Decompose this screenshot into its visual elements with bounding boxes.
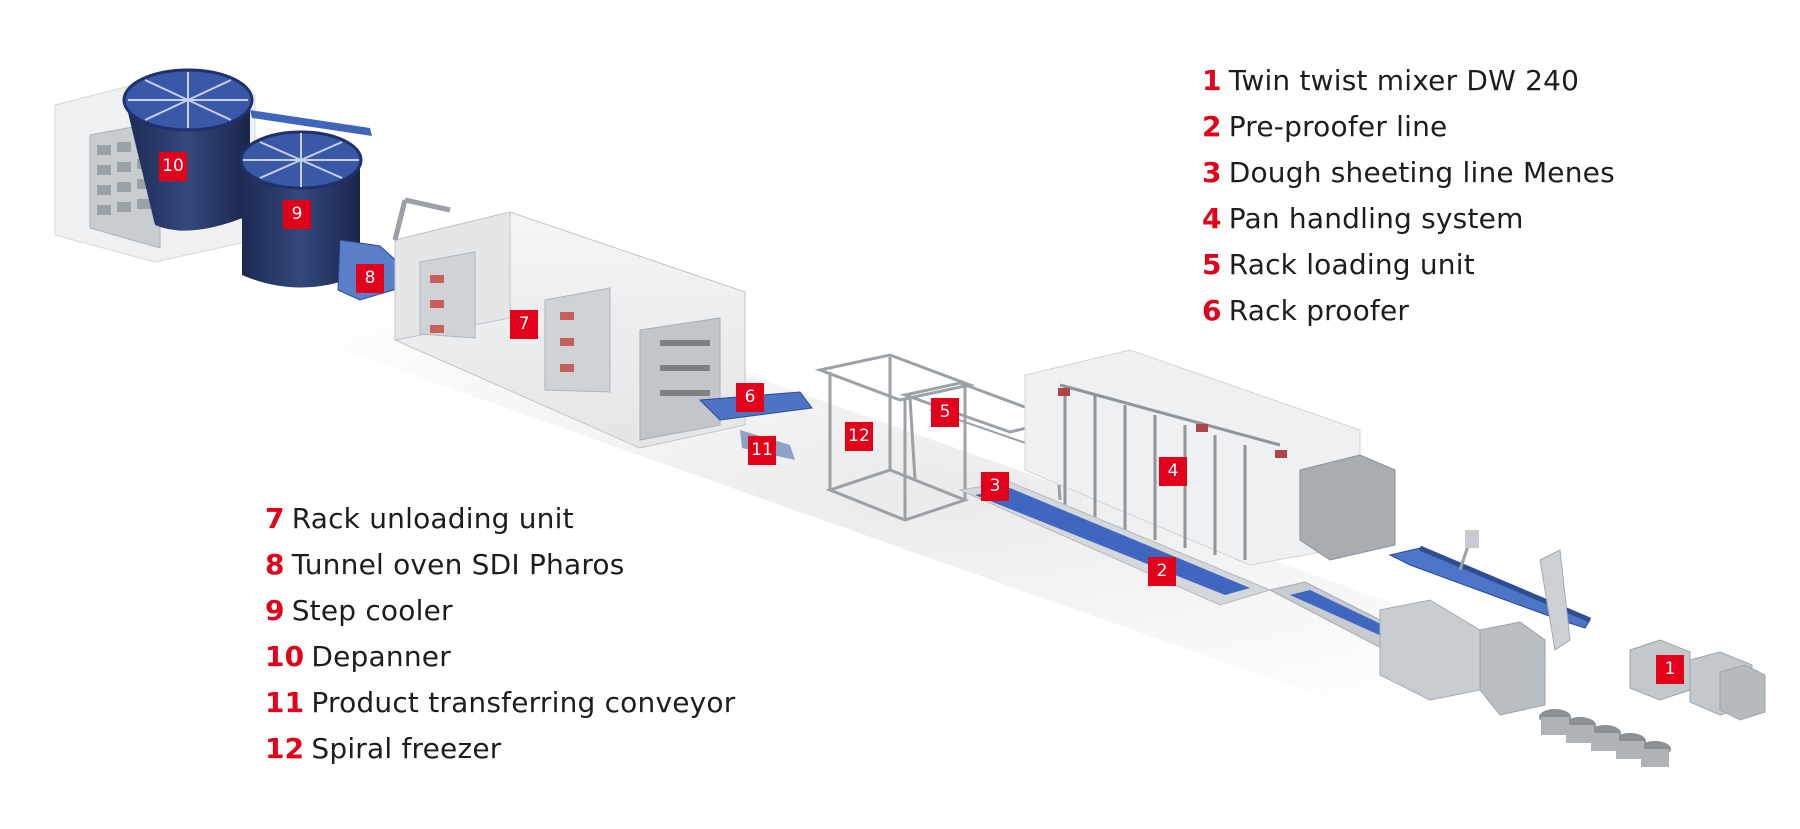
legend-label: Step cooler <box>291 594 453 627</box>
step-cooler-drum-back <box>122 68 254 231</box>
legend-number: 4 <box>1202 202 1222 235</box>
legend-label: Spiral freezer <box>311 732 502 765</box>
legend-number: 3 <box>1202 156 1222 189</box>
legend-number: 10 <box>265 640 305 673</box>
marker-9: 9 <box>283 200 311 229</box>
legend-label: Twin twist mixer DW 240 <box>1228 64 1580 97</box>
legend-number: 1 <box>1202 64 1222 97</box>
marker-11: 11 <box>748 436 776 465</box>
dough-divider-machines <box>1379 549 1571 716</box>
rack-proofer-enclosure <box>1024 349 1396 566</box>
legend-number: 7 <box>265 502 285 535</box>
legend-number: 11 <box>265 686 305 719</box>
legend-number: 2 <box>1202 110 1222 143</box>
marker-7: 7 <box>510 310 538 339</box>
step-cooler-drum-front <box>239 110 372 288</box>
legend-label: Rack loading unit <box>1228 248 1475 281</box>
marker-8: 8 <box>356 264 384 293</box>
marker-5: 5 <box>931 398 959 427</box>
marker-4: 4 <box>1159 457 1187 486</box>
legend-label: Pan handling system <box>1228 202 1524 235</box>
legend-number: 6 <box>1202 294 1222 327</box>
legend-label: Pre-proofer line <box>1228 110 1448 143</box>
legend-number: 5 <box>1202 248 1222 281</box>
legend-number: 8 <box>265 548 285 581</box>
legend-label: Depanner <box>311 640 451 673</box>
tunnel-oven <box>392 197 746 449</box>
marker-6: 6 <box>736 383 764 412</box>
legend-number: 9 <box>265 594 285 627</box>
legend-label: Dough sheeting line Menes <box>1228 156 1615 189</box>
rack-frame-structure <box>814 353 976 522</box>
legend-label: Tunnel oven SDI Pharos <box>291 548 625 581</box>
marker-12: 12 <box>845 422 873 451</box>
legend-number: 12 <box>265 732 305 765</box>
marker-3: 3 <box>981 472 1009 501</box>
marker-1: 1 <box>1656 655 1684 684</box>
marker-2: 2 <box>1148 557 1176 586</box>
bowl-trolleys <box>1539 709 1671 767</box>
legend-label: Rack unloading unit <box>291 502 574 535</box>
legend-label: Rack proofer <box>1228 294 1410 327</box>
legend-label: Product transferring conveyor <box>311 686 736 719</box>
pre-proofer-line <box>1388 530 1591 629</box>
marker-10: 10 <box>159 152 187 181</box>
